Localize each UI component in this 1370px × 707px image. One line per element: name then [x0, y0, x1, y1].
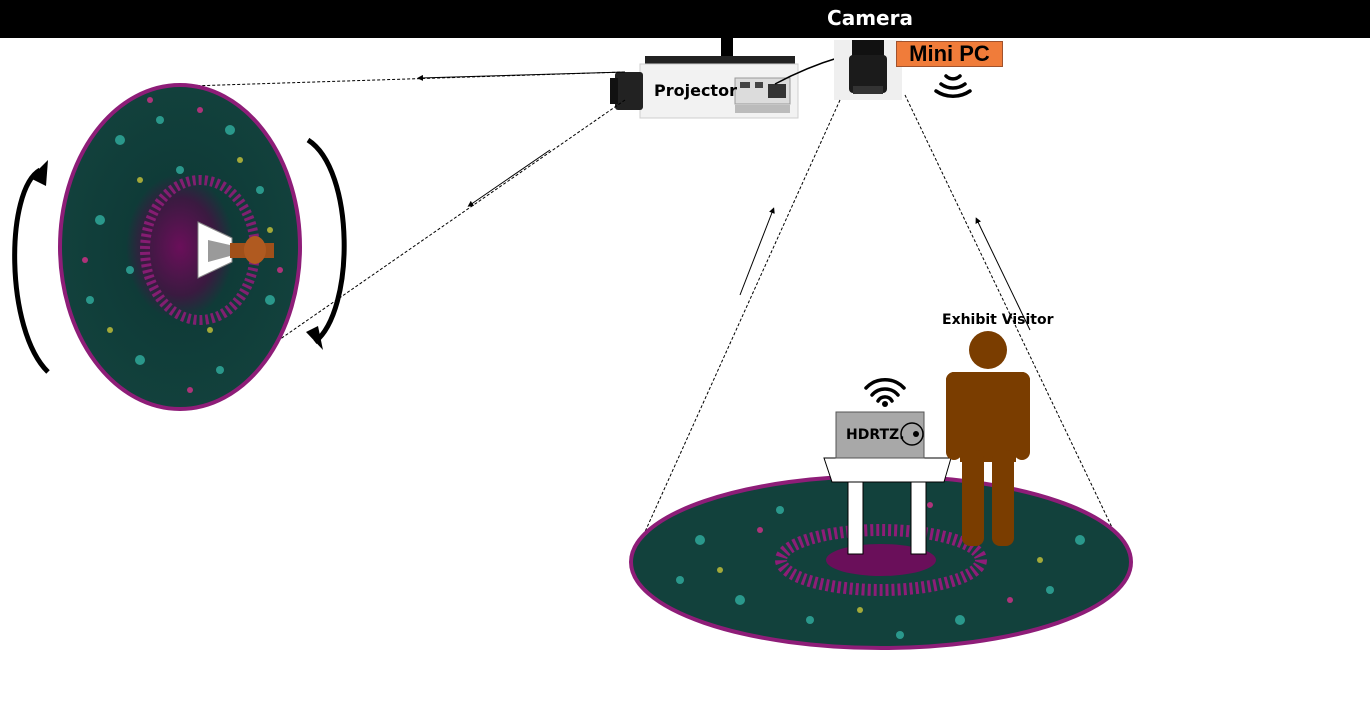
camera-fov-right — [904, 94, 1131, 566]
rotate-arrowhead-left — [30, 160, 48, 186]
projection-arrow-bottom — [467, 149, 551, 207]
exhibit-visitor-label: Exhibit Visitor — [942, 312, 1054, 328]
camera-fov-left — [629, 99, 841, 566]
projection-arrow-top — [417, 71, 626, 81]
camera-arrow-left — [739, 207, 775, 296]
camera-device — [834, 40, 902, 100]
projection-ray-bottom — [249, 99, 626, 361]
wifi-dot — [882, 401, 888, 407]
wifi-icon — [864, 378, 906, 403]
projector-mount — [721, 38, 733, 58]
wifi-signal-icon — [934, 74, 972, 99]
mini-pc-label: Mini PC — [896, 41, 1003, 67]
floor-projection-disc — [629, 474, 1133, 650]
table — [823, 457, 952, 555]
hdrtz-device — [835, 411, 925, 459]
camera-title: Camera — [827, 6, 913, 30]
projector-label: Projector — [654, 81, 737, 100]
rotate-arrows-icon — [12, 137, 347, 374]
camera-arrow-right — [975, 217, 1031, 331]
hdrtz-label: HDRTZ. — [846, 427, 905, 443]
projector-device — [610, 56, 799, 119]
wall-projection-disc — [58, 83, 302, 411]
header-bar: Camera — [0, 0, 1370, 38]
rotate-arrowhead-right — [306, 326, 323, 350]
projector-lens — [615, 72, 643, 110]
exhibit-visitor-figure — [946, 331, 1030, 546]
